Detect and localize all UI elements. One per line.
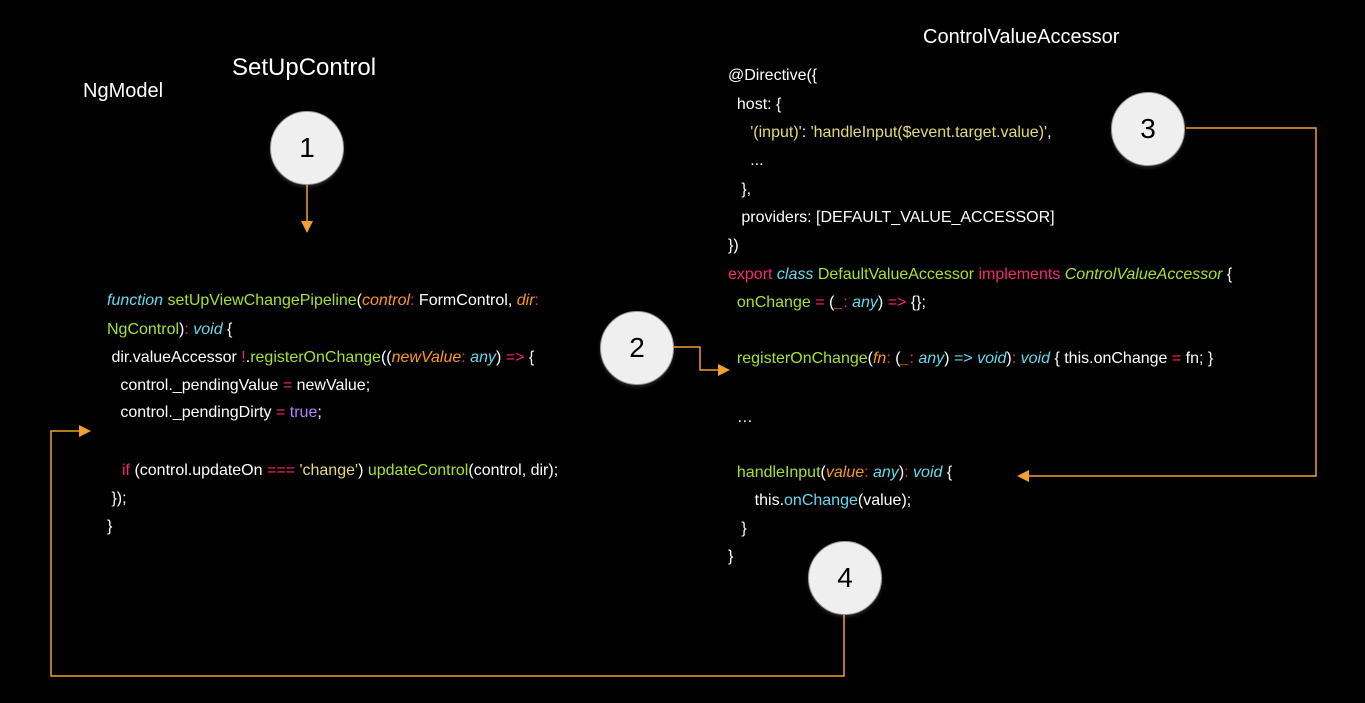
code-line-register-method: registerOnChange(fn: (_: any) => void): … [736,350,1214,367]
code-line-ellipsis: … [728,409,753,426]
code-line-method-close: } [728,520,747,537]
code-line-host-close: }, [728,181,752,198]
code-line-onchange-field: onChange = (_: any) => {}; [728,294,926,311]
code-line-call-onchange: this.onChange(value); [728,492,912,509]
code-line-pending-value: control._pendingValue = newValue; [107,377,371,394]
control-value-accessor-title: ControlValueAccessor [923,26,1120,48]
code-line-register-on-change: dir.valueAccessor !.registerOnChange((ne… [107,349,535,366]
code-line-host: host: { [728,96,782,113]
code-line-host-input: '(input)': 'handleInput($event.target.va… [750,124,1052,141]
code-line-close-callback: }); [107,490,127,507]
code-line-setup-signature: function setUpViewChangePipeline(control… [107,292,539,309]
code-line-directive: @Directive({ [728,67,818,84]
arrow-step-4 [50,425,845,677]
code-line-directive-close: }) [728,237,739,254]
step-4-circle: 4 [808,541,882,615]
code-line-setup-return: NgControl): void { [107,321,233,338]
step-3-circle: 3 [1111,92,1185,166]
arrow-step-2 [674,346,730,376]
code-line-update-on: if (control.updateOn === 'change') updat… [122,462,559,479]
code-line-class-close: } [728,548,734,565]
code-line-providers: providers: [DEFAULT_VALUE_ACCESSOR] [728,209,1055,226]
step-2-circle: 2 [600,311,674,385]
code-line-handle-input: handleInput(value: any): void { [736,464,953,481]
ngmodel-title: NgModel [83,80,164,102]
arrow-step-3 [1017,127,1317,482]
step-1-circle: 1 [270,111,344,185]
code-line-pending-dirty: control._pendingDirty = true; [107,404,322,421]
code-line-close-function: } [107,518,113,535]
code-line-host-ellipsis: ... [728,152,764,169]
code-line-class-decl: export class DefaultValueAccessor implem… [728,266,1233,283]
setupcontrol-title: SetUpControl [232,54,377,81]
